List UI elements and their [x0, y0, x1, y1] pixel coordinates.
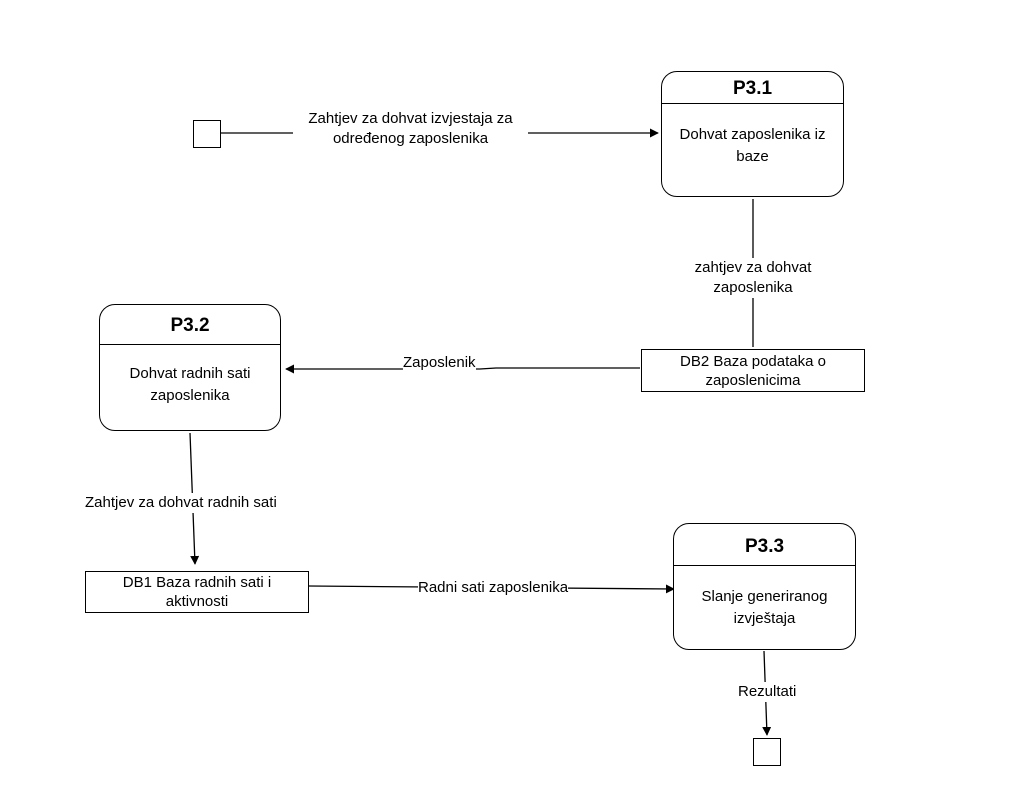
external-entity-sink: [753, 738, 781, 766]
data-store-db1: DB1 Baza radnih sati i aktivnosti: [85, 571, 309, 613]
data-store-db2: DB2 Baza podataka o zaposlenicima: [641, 349, 865, 392]
process-p3-2-name: Dohvat radnih sati zaposlenika: [129, 365, 251, 404]
flow-arrow-employee: [285, 364, 640, 374]
flow-label-request-employee: zahtjev za dohvat zaposlenika: [683, 258, 823, 298]
external-entity-source: [193, 120, 221, 148]
process-p3-3: P3.3 Slanje generiranog izvještaja: [673, 523, 856, 650]
process-p3-1: P3.1 Dohvat zaposlenika iz baze: [661, 71, 844, 197]
process-p3-2-id: P3.2: [100, 305, 280, 345]
process-p3-3-id: P3.3: [674, 524, 855, 566]
process-p3-1-name: Dohvat zaposlenika iz baze: [679, 126, 826, 165]
flow-label-results: Rezultati: [738, 682, 797, 702]
flow-label-hours: Radni sati zaposlenika: [418, 578, 569, 598]
process-p3-3-name: Slanje generiranog izvještaja: [701, 588, 828, 627]
flow-label-request-hours: Zahtjev za dohvat radnih sati: [85, 493, 277, 513]
flow-label-request-report: Zahtjev za dohvat izvjestaja za određeno…: [293, 109, 528, 149]
process-p3-1-id: P3.1: [662, 72, 843, 104]
process-p3-2: P3.2 Dohvat radnih sati zaposlenika: [99, 304, 281, 431]
flow-label-employee: Zaposlenik: [403, 353, 476, 373]
